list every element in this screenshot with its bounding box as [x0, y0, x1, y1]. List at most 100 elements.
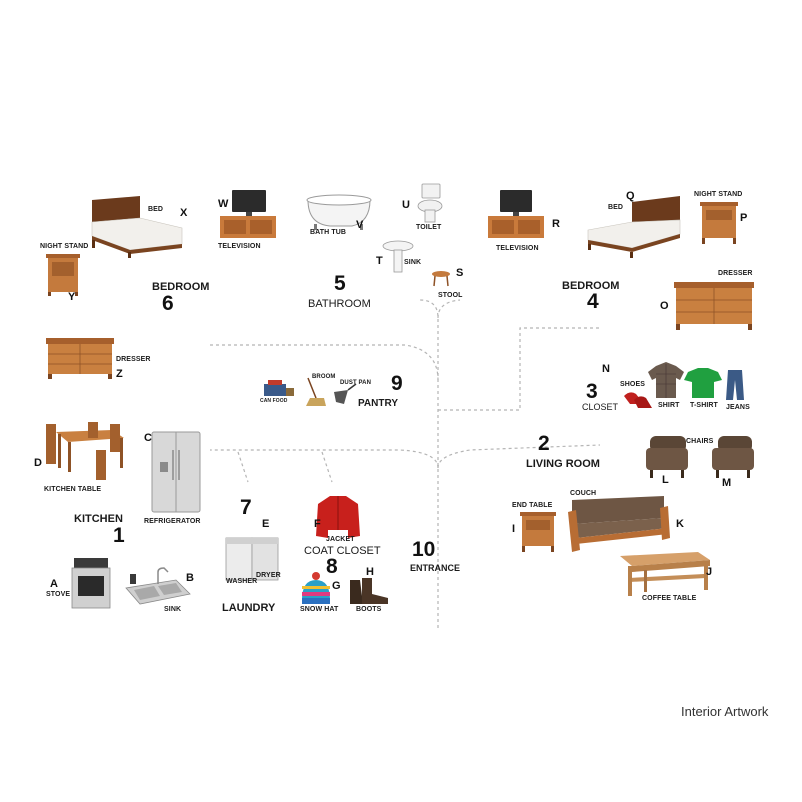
item-label-dust-pan: DUST PAN: [340, 380, 372, 386]
item-label-chairs: CHAIRS: [686, 438, 714, 445]
shirt-icon: [648, 362, 684, 398]
room-name-bathroom: BATHROOM: [308, 298, 371, 310]
room-number-kitchen: 1: [113, 524, 125, 547]
item-label-television-left: TELEVISION: [218, 243, 261, 250]
item-letter-dresser-right: O: [660, 300, 669, 312]
item-label-night-stand-left: NIGHT STAND: [40, 243, 89, 250]
sink-bath-icon: [382, 240, 414, 273]
item-label-jacket: JACKET: [326, 536, 355, 543]
item-label-kitchen-table: KITCHEN TABLE: [44, 486, 102, 493]
dresser-left-icon: [46, 338, 114, 379]
room-number-bedroom-4: 4: [587, 290, 599, 313]
credit-text: Interior Artwork: [681, 704, 769, 719]
item-letter-television-left: W: [218, 198, 229, 210]
room-name-bedroom-4: BEDROOM: [562, 280, 620, 292]
item-label-dresser-left: DRESSER: [116, 356, 151, 363]
connection-paths: [210, 299, 602, 628]
sink-kitchen-icon: [125, 567, 191, 605]
item-label-toilet: TOILET: [416, 224, 442, 231]
couch-icon: [568, 496, 670, 552]
toilet-icon: [417, 183, 443, 223]
item-letter-bath-tub: V: [356, 219, 364, 231]
stool-icon: [432, 271, 450, 287]
room-name-pantry: PANTRY: [358, 398, 398, 409]
item-letter-coffee-table: J: [706, 566, 713, 578]
room-name-coat-closet: COAT CLOSET: [304, 545, 381, 557]
washer-dryer-icon: [225, 537, 279, 581]
item-label-jeans: JEANS: [726, 404, 750, 411]
item-label-sink-bath: SINK: [404, 259, 422, 266]
room-number-closet: 3: [586, 380, 598, 403]
item-letter-kitchen-table: D: [34, 457, 42, 469]
can-food-icon: [264, 380, 294, 396]
room-name-laundry: LAUNDRY: [222, 602, 276, 614]
item-label-broom: BROOM: [312, 374, 336, 380]
item-label-coffee-table: COFFEE TABLE: [642, 595, 697, 602]
item-letter-chair-l: L: [662, 474, 669, 486]
item-label-stool: STOOL: [438, 292, 463, 299]
coffee-table-icon: [620, 552, 710, 596]
room-number-pantry: 9: [391, 372, 403, 395]
night-stand-right-icon: [700, 202, 738, 244]
bath-tub-icon: [306, 194, 372, 230]
item-letter-night-stand-right: P: [740, 212, 748, 224]
item-letter-dresser-left: Z: [116, 368, 123, 380]
item-letter-couch: K: [676, 518, 684, 530]
kitchen-table-icon: [46, 422, 124, 480]
television-right-icon: [488, 190, 544, 238]
item-label-dryer: DRYER: [256, 572, 281, 579]
room-name-kitchen: KITCHEN: [74, 513, 123, 525]
room-number-bathroom: 5: [334, 272, 346, 295]
item-label-television-right: TELEVISION: [496, 245, 539, 252]
item-letter-night-stand-left: Y: [68, 291, 76, 303]
stove-icon: [71, 558, 111, 609]
chair-m-icon: [712, 436, 754, 478]
room-number-entrance: 10: [412, 538, 436, 561]
item-label-washer: WASHER: [226, 578, 258, 585]
end-table-icon: [520, 512, 556, 552]
item-letter-end-table: I: [512, 523, 516, 535]
item-letter-chair-m: M: [722, 477, 732, 489]
item-label-sink-kitchen: SINK: [164, 606, 182, 613]
item-letter-refrigerator: C: [144, 432, 152, 444]
room-number-laundry: 7: [240, 496, 252, 519]
bed-left-icon: [91, 196, 183, 258]
broom-icon: [306, 377, 326, 406]
item-label-couch: COUCH: [570, 490, 597, 497]
room-number-bedroom-6: 6: [162, 292, 174, 315]
item-letter-stool: S: [456, 267, 464, 279]
night-stand-left-icon: [46, 254, 80, 296]
item-label-refrigerator: REFRIGERATOR: [144, 518, 201, 525]
jacket-icon: [316, 496, 360, 538]
item-letter-washer-dryer: E: [262, 518, 270, 530]
item-letter-bed-right: Q: [626, 190, 635, 202]
room-name-entrance: ENTRANCE: [410, 563, 461, 573]
jeans-icon: [726, 370, 744, 400]
item-letter-sink-bath: T: [376, 255, 383, 267]
room-name-closet: CLOSET: [582, 402, 619, 412]
item-letter-bed-left: X: [180, 207, 188, 219]
t-shirt-icon: [684, 368, 722, 398]
item-letter-toilet: U: [402, 199, 410, 211]
item-label-shoes: SHOES: [620, 381, 646, 388]
room-number-living-room: 2: [538, 432, 550, 455]
item-label-night-stand-right: NIGHT STAND: [694, 191, 743, 198]
item-label-end-table: END TABLE: [512, 502, 553, 509]
refrigerator-icon: [151, 431, 201, 513]
item-label-can-food: CAN FOOD: [260, 398, 288, 404]
item-letter-closet: N: [602, 363, 610, 375]
item-letter-snow-hat: G: [332, 580, 341, 592]
item-label-bed-left: BED: [148, 206, 164, 213]
room-name-living-room: LIVING ROOM: [526, 458, 600, 470]
item-label-dresser-right: DRESSER: [718, 270, 753, 277]
room-name-bedroom-6: BEDROOM: [152, 281, 210, 293]
item-label-shirt: SHIRT: [658, 402, 680, 409]
item-letter-television-right: R: [552, 218, 560, 230]
item-label-t-shirt: T-SHIRT: [690, 402, 718, 409]
dust-pan-icon: [334, 383, 357, 404]
boots-icon: [350, 578, 388, 604]
room-number-coat-closet: 8: [326, 555, 338, 578]
snow-hat-icon: [302, 572, 330, 604]
item-label-snow-hat: SNOW HAT: [300, 606, 339, 613]
